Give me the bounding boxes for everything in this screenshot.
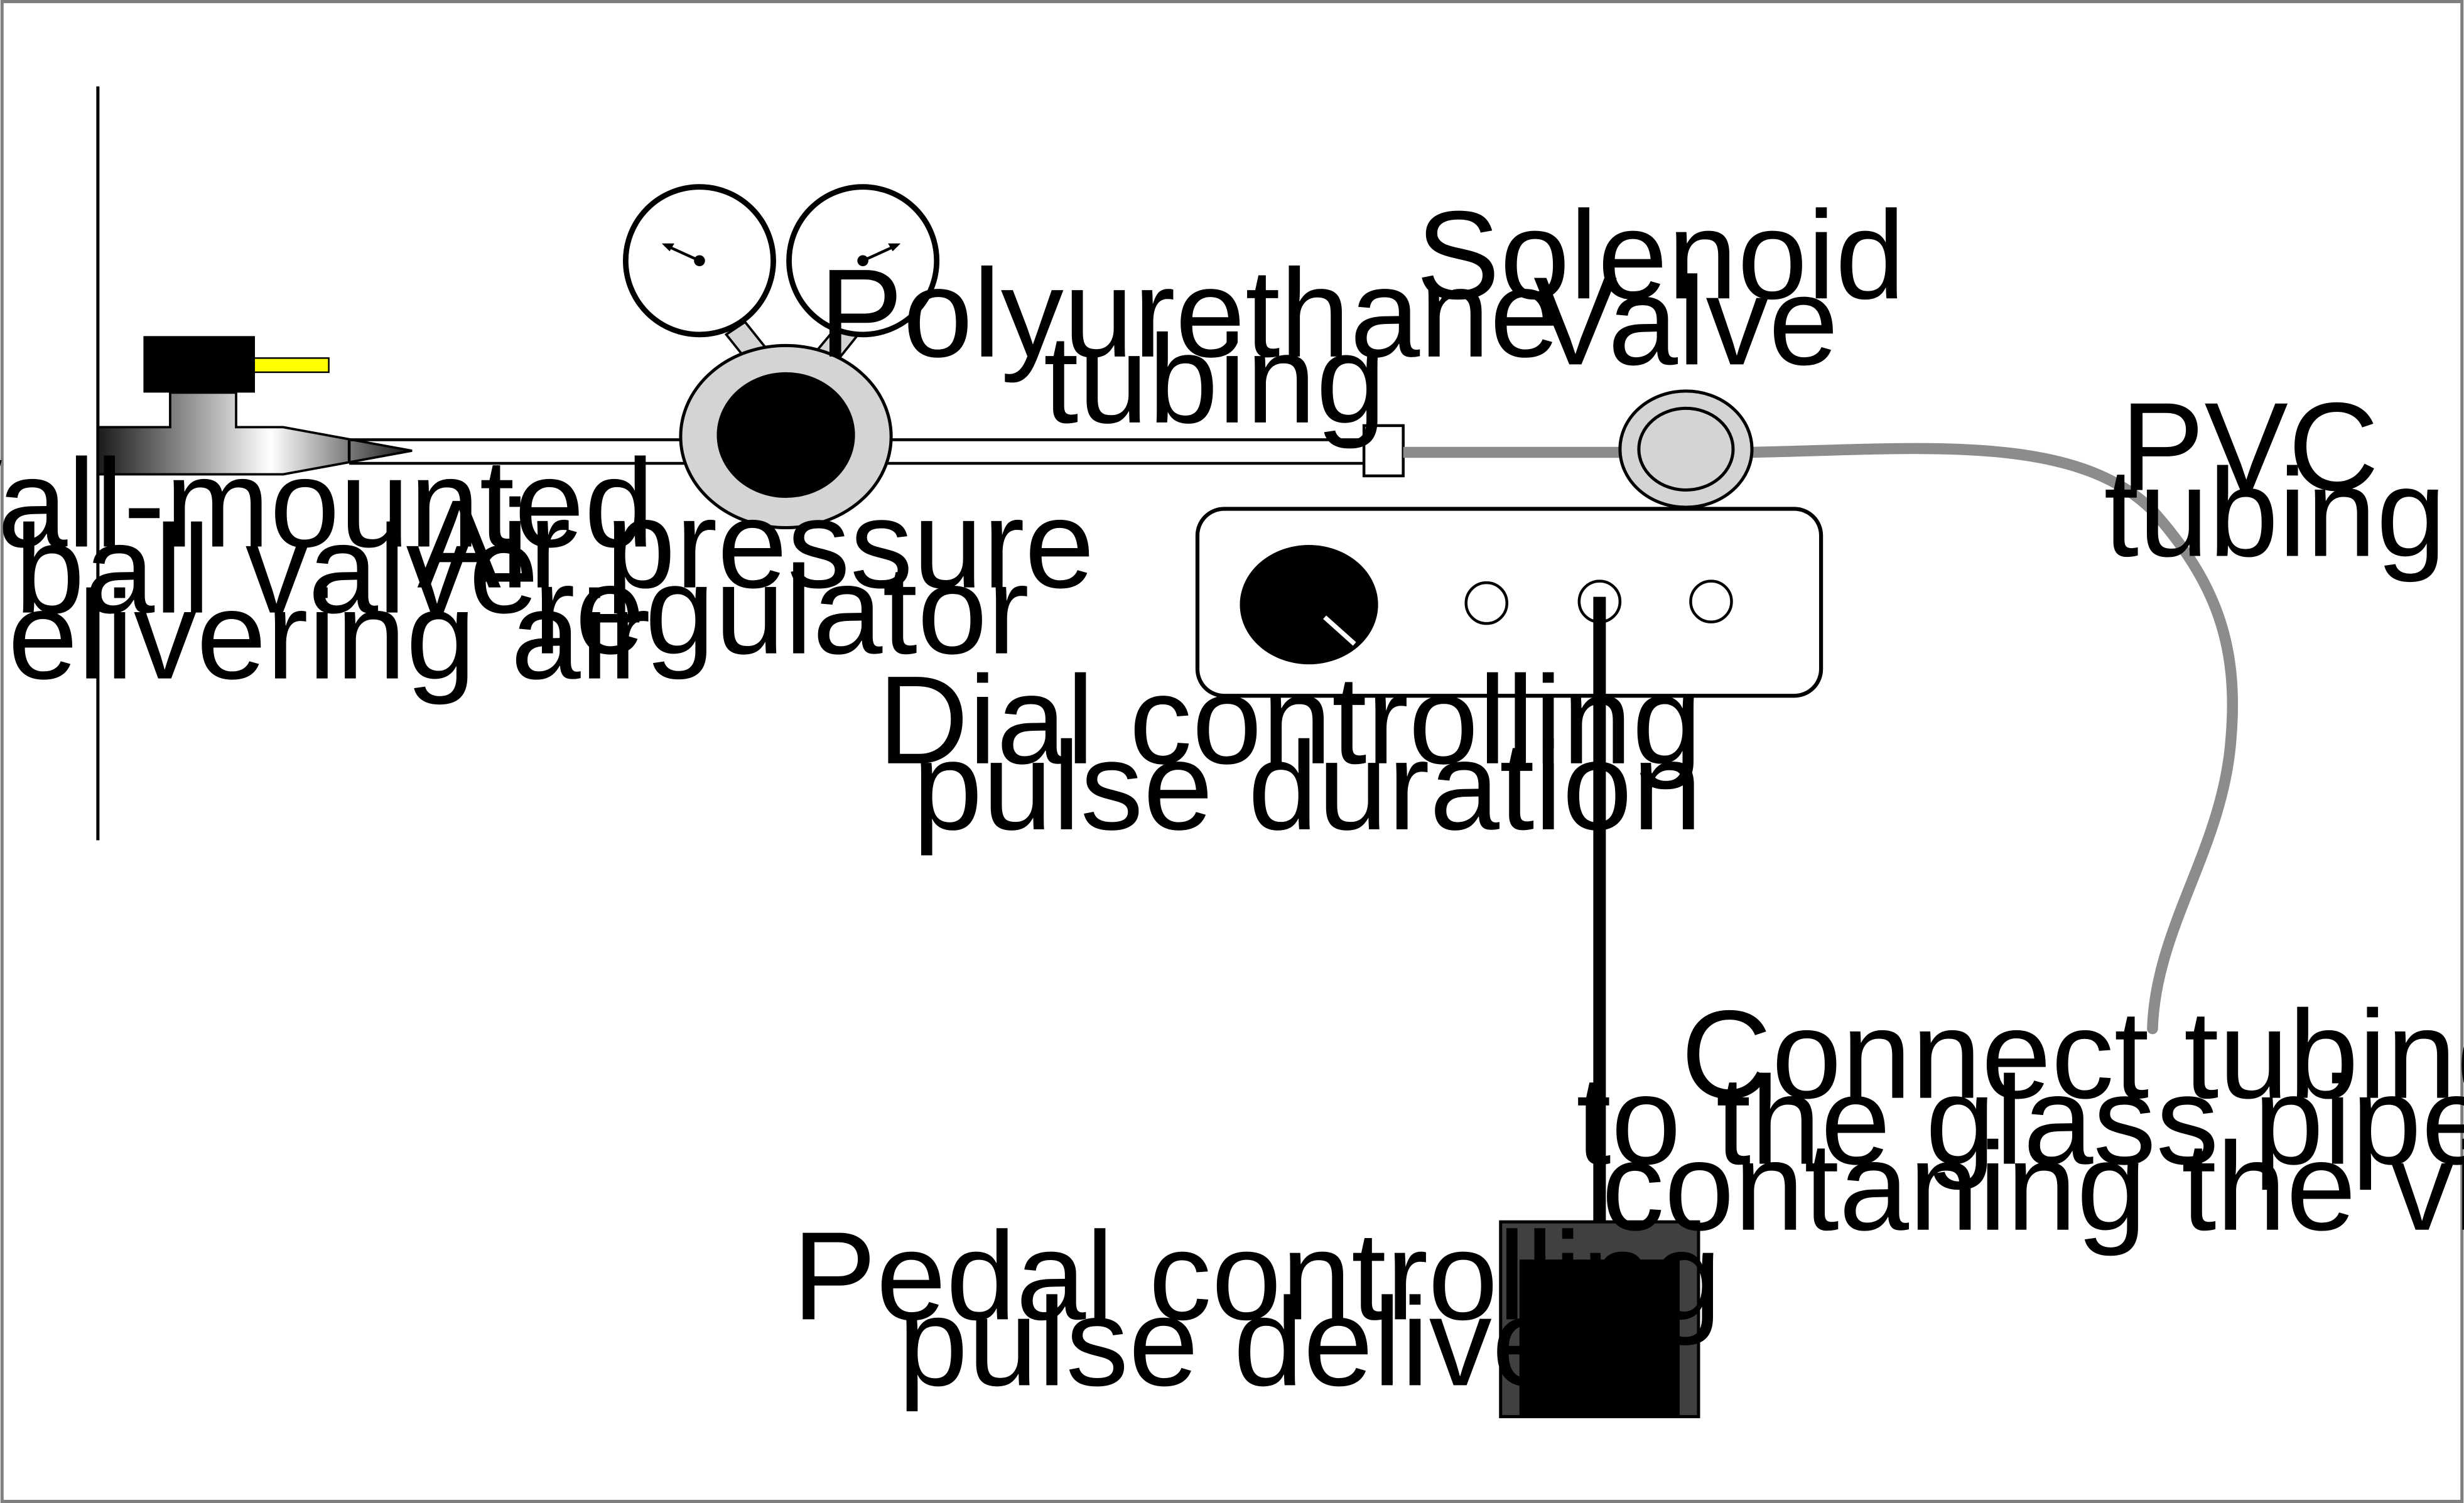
- regulator-knob: [716, 372, 855, 498]
- controller-port: [1689, 579, 1733, 623]
- label-solenoid: Solenoid Valve: [1416, 185, 1940, 391]
- solenoid-valve: [1618, 389, 1754, 509]
- valve-body: [96, 391, 413, 476]
- pulse-controller: [1195, 507, 1824, 698]
- label-connect: Connect tubing to the glass pipette cont…: [1576, 985, 2464, 1257]
- label-pedal: Pedal controlling pulse delivery: [792, 1206, 1756, 1412]
- pedal-plate: [1519, 1259, 1680, 1417]
- valve-handle-block: [143, 336, 256, 393]
- label-pvc: PVC tubing: [2104, 377, 2446, 583]
- label-wall-valve: Wall-mounted ball valve delivering air: [0, 434, 689, 706]
- label-regulator: Air pressure regulator: [417, 475, 1129, 681]
- label-polyurethane: Polyurethane tubing: [819, 244, 1595, 450]
- valve-lever: [251, 357, 330, 374]
- pressure-gauge-icon: [623, 184, 776, 338]
- label-dial: Dial controlling pulse duration: [878, 650, 1737, 856]
- pvc-tubing: [1746, 443, 2239, 1035]
- pressure-gauge-icon: [786, 184, 940, 338]
- foot-pedal: [1499, 1220, 1700, 1418]
- wall-ball-valve: [96, 336, 413, 476]
- controller-port: [1464, 581, 1509, 625]
- rotary-dial-icon: [1240, 545, 1378, 665]
- air-pressure-regulator: [623, 184, 940, 530]
